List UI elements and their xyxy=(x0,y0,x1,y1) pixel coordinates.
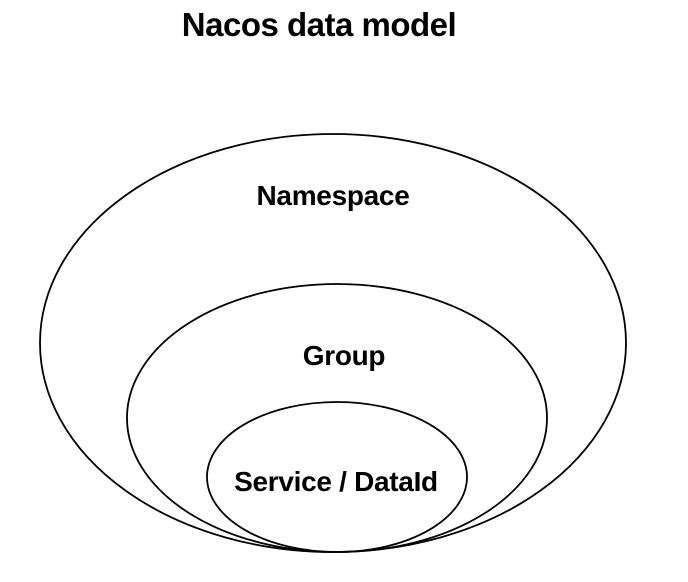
service-dataid-ellipse xyxy=(206,401,468,553)
namespace-label: Namespace xyxy=(257,180,410,211)
service-dataid-label: Service / DataId xyxy=(234,466,438,497)
group-ellipse xyxy=(126,283,548,553)
group-label: Group xyxy=(303,340,386,371)
diagram-title: Nacos data model xyxy=(181,6,457,43)
